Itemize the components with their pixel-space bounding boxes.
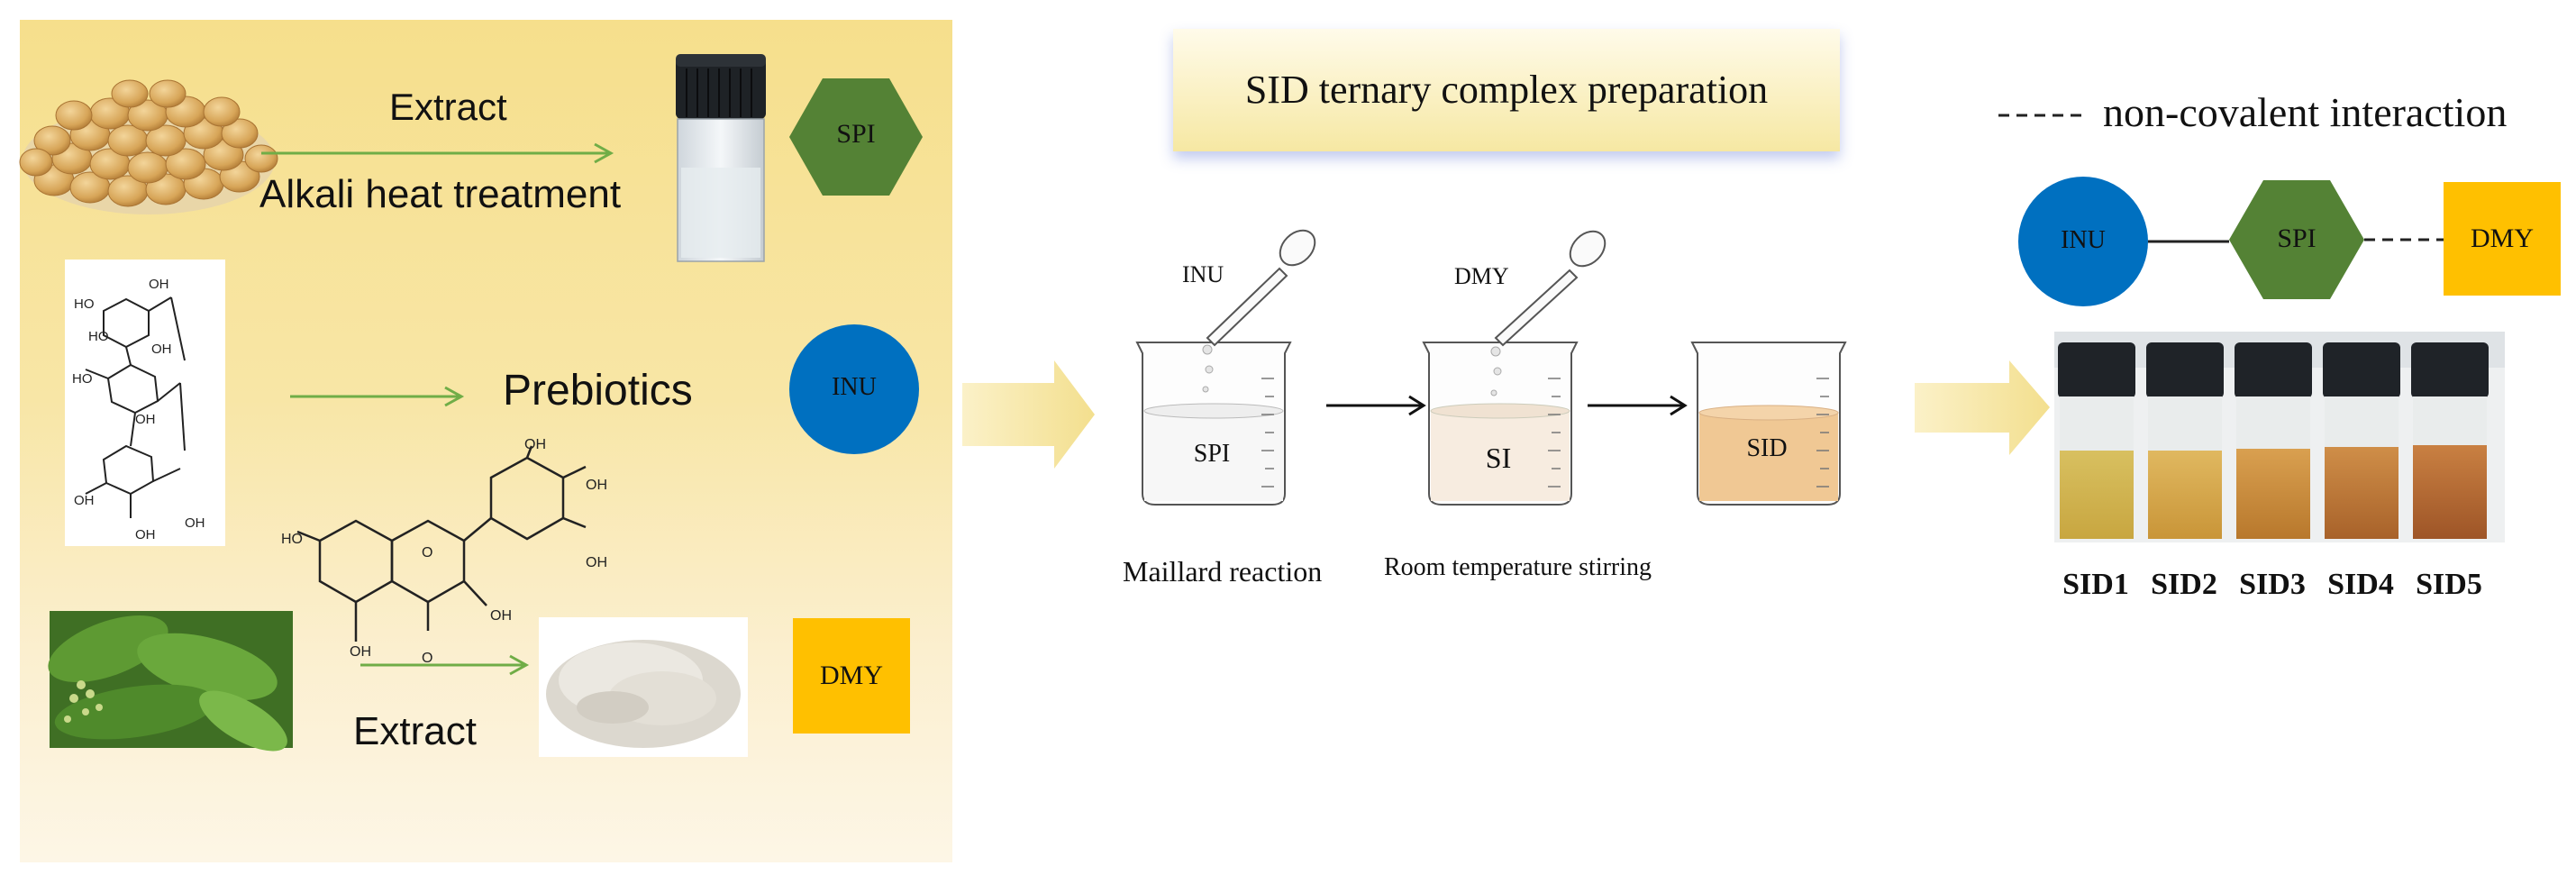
inu-node — [2018, 177, 2148, 306]
beaker-si-label: SI — [1485, 442, 1512, 474]
vial-label-sid4: SID4 — [2327, 568, 2394, 601]
oh-label: HO — [74, 296, 95, 312]
oh-label: OH — [135, 412, 156, 427]
big-arrow-2 — [1915, 360, 2050, 455]
oh-label: OH — [524, 437, 546, 452]
dmy-badge-label: DMY — [819, 661, 883, 690]
beaker-sid — [1690, 342, 1847, 506]
dmy-powder-image — [539, 617, 748, 757]
spi-badge-label: SPI — [836, 119, 876, 149]
oh-label: OH — [149, 277, 169, 292]
arrow-step-2 — [1588, 395, 1688, 416]
maillard-caption: Maillard reaction — [1123, 555, 1323, 588]
inulin-structure-image: OH HO HO OH HO OH OH OH OH — [65, 260, 225, 546]
oh-label: OH — [490, 608, 512, 624]
vial-label-sid5: SID5 — [2416, 568, 2482, 601]
arrow-inulin-to-prebiotics — [290, 386, 465, 407]
spi-vial-image — [676, 54, 766, 262]
inu-node-label: INU — [2061, 226, 2106, 254]
beaker-si — [1422, 342, 1579, 506]
oh-label: OH — [586, 555, 607, 570]
oh-label: OH — [185, 515, 205, 531]
dropper-inu — [1206, 229, 1316, 347]
sid-vials-photo — [2054, 332, 2505, 542]
dmy-node — [2444, 182, 2561, 296]
big-arrow-1 — [962, 360, 1095, 469]
spi-node-label: SPI — [2277, 223, 2317, 253]
dmy-node-label: DMY — [2470, 223, 2534, 253]
inu-badge-label: INU — [832, 373, 877, 401]
vial-label-sid2: SID2 — [2151, 568, 2217, 601]
beaker-spi — [1135, 342, 1292, 506]
dmy-structure-image — [296, 445, 587, 642]
oh-label: HO — [72, 371, 93, 387]
prebiotics-label: Prebiotics — [503, 367, 693, 415]
oh-label: OH — [135, 527, 156, 542]
arrow-dmy-to-powder — [360, 654, 530, 676]
arrow-step-1 — [1326, 395, 1426, 416]
legend-label: non-covalent interaction — [2103, 89, 2508, 135]
dropper-dmy — [1494, 230, 1607, 347]
page-title: SID ternary complex preparation — [1244, 68, 1769, 112]
arrow-soy-to-spi — [261, 142, 614, 164]
spi-node — [2229, 180, 2364, 299]
vine-tea-leaves-image — [48, 611, 293, 752]
o-label: O — [422, 651, 432, 666]
ho-label: HO — [281, 532, 303, 547]
dmy-square — [793, 618, 910, 734]
vial-label-sid3: SID3 — [2239, 568, 2306, 601]
alkali-heat-label: Alkali heat treatment — [259, 172, 622, 216]
inu-circle — [789, 324, 919, 454]
soybeans-image — [19, 79, 278, 214]
oh-label: OH — [586, 478, 607, 493]
oh-label: OH — [74, 493, 95, 508]
oh-label: OH — [151, 342, 172, 357]
stirring-caption: Room temperature stirring — [1384, 553, 1652, 581]
beaker-sid-label: SID — [1746, 434, 1788, 462]
dropper-dmy-label: DMY — [1454, 263, 1509, 289]
beaker-spi-label: SPI — [1193, 440, 1231, 468]
oh-label: OH — [350, 644, 371, 660]
title-box — [1173, 29, 1840, 151]
o-label: O — [422, 545, 432, 560]
vial-label-sid1: SID1 — [2062, 568, 2129, 601]
soy-extract-label: Extract — [389, 86, 507, 128]
dmy-extract-label: Extract — [353, 709, 477, 753]
oh-label: HO — [88, 329, 109, 344]
dropper-inu-label: INU — [1182, 261, 1224, 287]
spi-hexagon — [789, 78, 923, 196]
